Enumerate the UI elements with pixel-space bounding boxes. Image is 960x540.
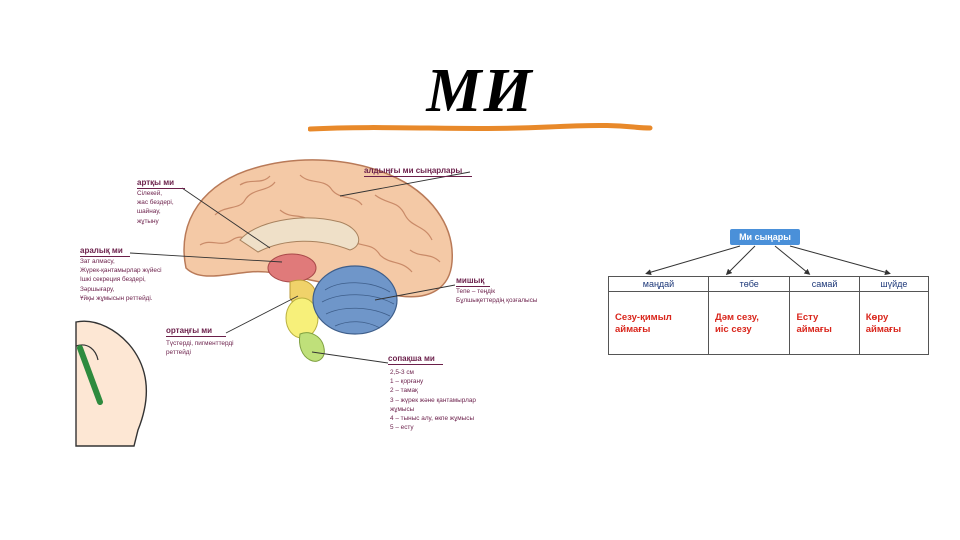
mi-sanary-badge: Ми сыңары	[730, 229, 800, 245]
hand	[75, 320, 147, 447]
diencephalon	[267, 253, 317, 283]
label-aldyngy-mi: алдыңғы ми сыңарлары	[364, 166, 472, 177]
corpus-callosum	[239, 217, 360, 253]
pencil	[77, 345, 103, 405]
header-shuide: шүйде	[858, 276, 930, 292]
cell-samai: Есту аймағы	[789, 291, 860, 355]
header-samai: самай	[789, 276, 860, 292]
label-ortangy-mi: ортаңғы ми	[166, 326, 226, 337]
cerebellum	[312, 265, 398, 335]
desc-mishyk: Тепе – теңдік Бұлшықеттердің қозғалысы	[456, 288, 538, 305]
label-arky-mi: артқы ми	[137, 178, 185, 189]
desc-ortangy-mi: Түстерді, пигменттерді реттейді	[166, 340, 234, 357]
header-tobe: төбе	[707, 276, 791, 292]
desc-arky-mi: Сілекей, жас бездері, шайнау, жұтыну	[137, 190, 174, 225]
desc-sopaksha-mi: 2,5-3 см 1 – қорғану 2 – тамақ 3 – жүрек…	[390, 369, 476, 432]
cell-shuide: Көру аймағы	[858, 291, 930, 355]
cell-mandai: Сезу-қимыл аймағы	[608, 291, 709, 355]
desc-aralyk-mi: Зат алмасу, Жүрек-қантамырлар жүйесі Ішк…	[80, 258, 162, 302]
lobe-arrows	[645, 245, 891, 276]
label-sopaksha-mi: сопақша ми	[388, 354, 443, 365]
header-mandai: маңдай	[608, 276, 709, 292]
lobes-table: маңдай төбе самай шүйде Сезу-қимыл аймағ…	[608, 276, 930, 355]
label-aralyk-mi: аралық ми	[80, 246, 130, 257]
medulla	[299, 332, 325, 362]
title-underline	[308, 122, 653, 132]
page-title: МИ	[426, 57, 534, 125]
label-mishyk: мишық	[456, 276, 490, 287]
cell-tobe: Дәм сезу, иіс сезу	[707, 291, 791, 355]
